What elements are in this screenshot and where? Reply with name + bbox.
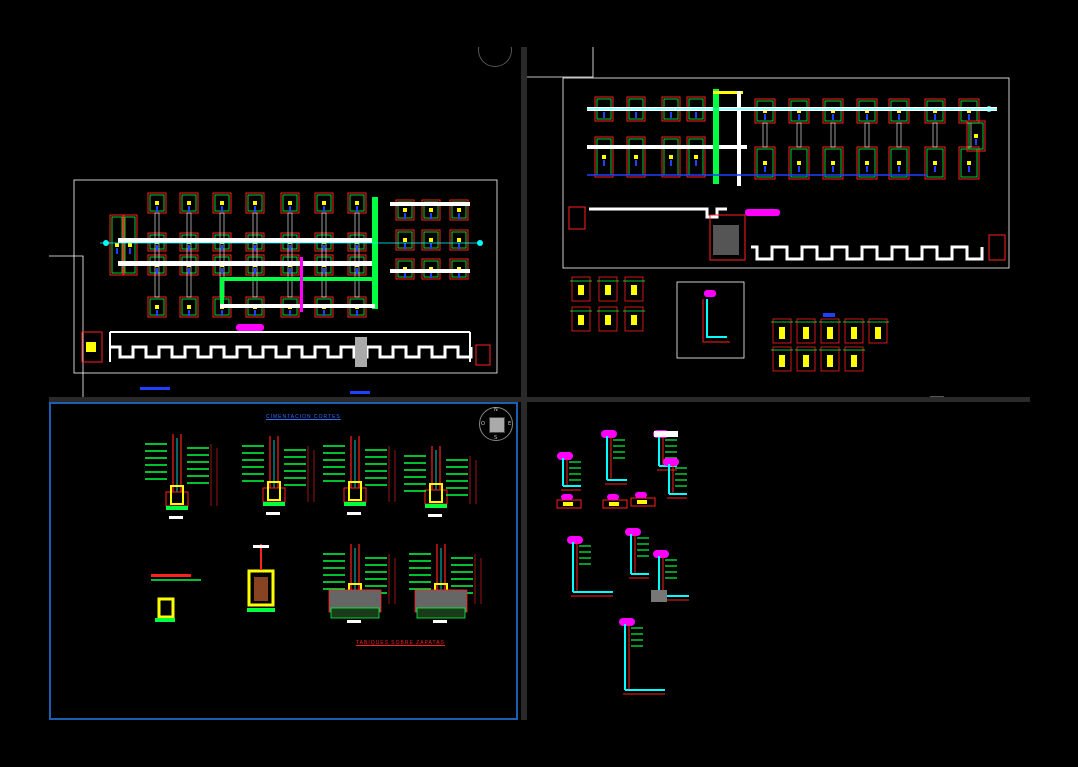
- foundation-sections-drawing: [145, 434, 482, 623]
- plan-and-details-drawing: [527, 47, 1010, 397]
- viewport-top-left[interactable]: [0, 47, 521, 397]
- viewport-divider-vertical[interactable]: [521, 47, 527, 720]
- viewport-divider-horizontal[interactable]: [49, 396, 1030, 402]
- viewport-bottom-left[interactable]: CIMENTACION CORTES TABIQUES SOBRE ZAPATA…: [49, 402, 518, 720]
- section-title-bottom: TABIQUES SOBRE ZAPATAS: [356, 640, 445, 646]
- foundation-plan-drawing: [49, 179, 498, 397]
- section-title-top: CIMENTACION CORTES: [266, 414, 341, 420]
- wall-details-drawing: [556, 430, 689, 695]
- compass-icon: N S E O: [479, 407, 513, 441]
- viewport-bottom-right[interactable]: [527, 402, 1078, 720]
- viewport-top-right[interactable]: [527, 47, 1078, 397]
